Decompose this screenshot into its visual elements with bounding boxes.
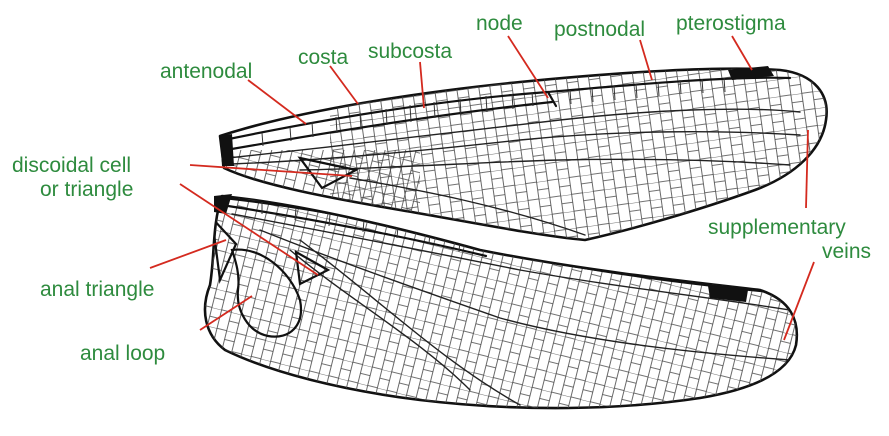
forewing-base-black — [220, 134, 234, 166]
pointer-pterostigma — [732, 36, 752, 70]
label-node: node — [476, 12, 523, 35]
label-postnodal: postnodal — [554, 18, 645, 41]
label-supplementary-line2: veins — [822, 240, 871, 263]
label-anal-loop: anal loop — [80, 342, 165, 365]
label-discoidal-line2: or triangle — [40, 178, 133, 201]
label-subcosta: subcosta — [368, 40, 452, 63]
label-pterostigma: pterostigma — [676, 12, 786, 35]
label-costa: costa — [298, 46, 349, 69]
label-supplementary-line1: supplementary — [708, 216, 846, 239]
pointer-costa — [330, 66, 358, 104]
pointer-antenodal — [248, 80, 306, 124]
label-antenodal: antenodal — [160, 60, 252, 83]
label-anal-triangle: anal triangle — [40, 278, 154, 301]
label-discoidal-line1: discoidal cell — [12, 154, 131, 177]
pointer-supplementary-hind — [784, 262, 814, 340]
